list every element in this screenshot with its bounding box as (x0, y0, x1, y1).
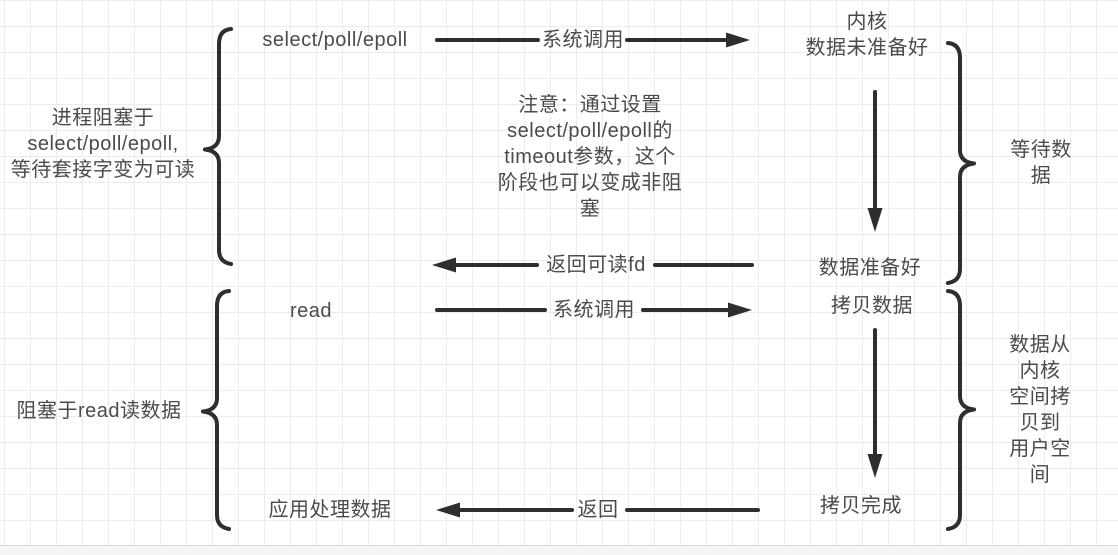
data-ready-node: 数据准备好 (818, 257, 922, 279)
wait-data-label: 等待数据 (1010, 139, 1072, 187)
blocked-on-read-label: 阻塞于read读数据 (16, 400, 182, 422)
syscall-label-bottom: 系统调用 (553, 299, 635, 321)
syscall-label-top: 系统调用 (542, 29, 624, 51)
return-label: 返回 (577, 499, 619, 521)
app-process-data-node: 应用处理数据 (268, 499, 392, 521)
right-brace-phase1 (946, 41, 976, 285)
bottom-grid-edge (0, 545, 1118, 555)
left-brace-phase2 (201, 289, 231, 531)
right-brace-phase2 (946, 289, 976, 531)
return-readable-fd-label: 返回可读fd (546, 254, 646, 276)
select-poll-epoll-node: select/poll/epoll (262, 29, 408, 51)
copy-done-node: 拷贝完成 (820, 495, 902, 517)
wait-data-down-arrow (867, 90, 883, 232)
kernel-data-not-ready-node: 内核 数据未准备好 (805, 11, 929, 59)
timeout-note: 注意：通过设置 select/poll/epoll的 timeout参数，这个 … (497, 94, 683, 220)
kernel-to-user-copy-label: 数据从内核 空间拷贝到 用户空间 (1009, 334, 1071, 486)
copy-data-down-arrow (867, 328, 883, 478)
left-brace-phase1 (203, 27, 233, 266)
read-node: read (289, 300, 333, 322)
copy-data-node: 拷贝数据 (831, 295, 913, 317)
process-blocked-label: 进程阻塞于 select/poll/epoll, 等待套接字变为可读 (10, 107, 196, 181)
